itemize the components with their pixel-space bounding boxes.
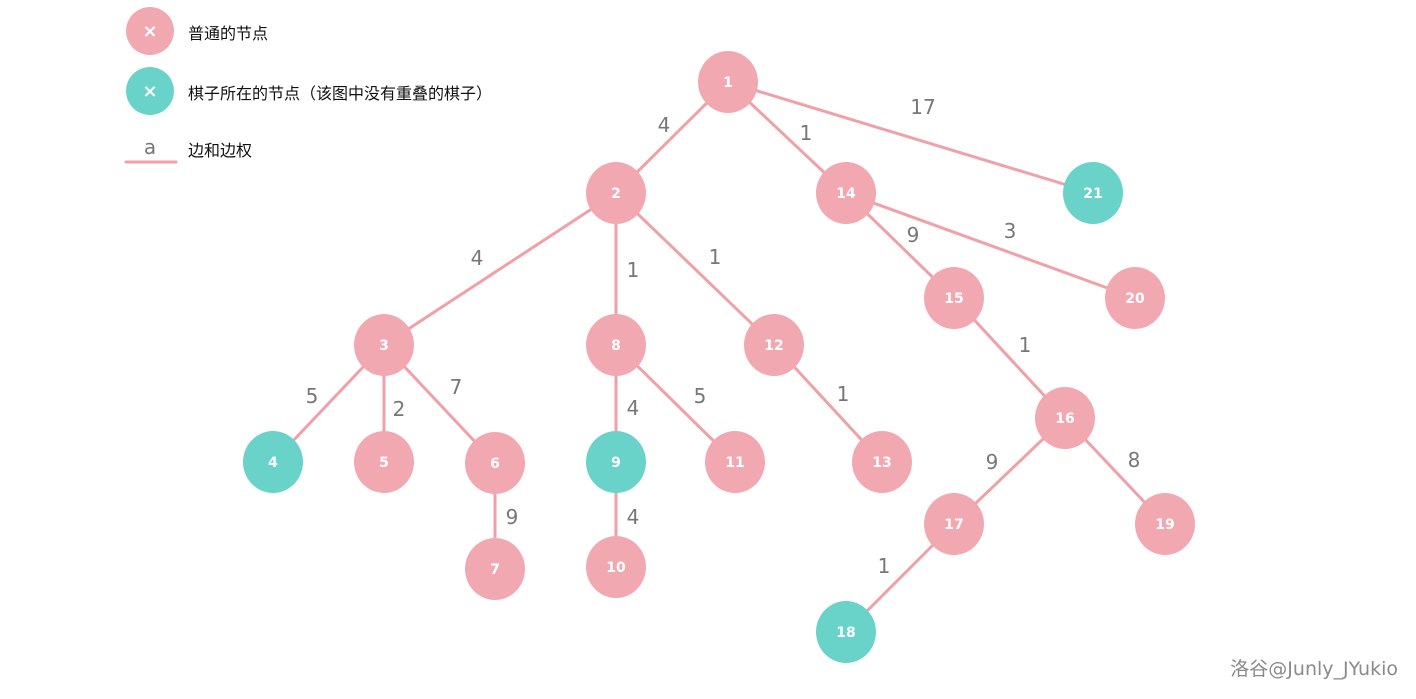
node-12[interactable]: 12	[744, 314, 804, 376]
node-16[interactable]: 16	[1035, 387, 1095, 449]
edge-weight-3-4: 5	[306, 384, 319, 408]
node-15[interactable]: 15	[924, 267, 984, 329]
edge-weight-1-14: 1	[800, 121, 813, 145]
node-4[interactable]: 4	[243, 431, 303, 493]
legend-piece-node-symbol: ×	[142, 81, 157, 102]
normal-node-circle	[586, 536, 646, 598]
normal-node-circle	[1135, 493, 1195, 555]
normal-node-circle	[586, 314, 646, 376]
node-label: 21	[1083, 186, 1102, 202]
edge-weight-14-20: 3	[1004, 219, 1017, 243]
node-label: 13	[872, 455, 891, 471]
node-label: 3	[379, 338, 389, 354]
node-18[interactable]: 18	[816, 601, 876, 663]
legend-normal-node-symbol: ×	[142, 21, 157, 42]
legend: × × a	[124, 7, 178, 164]
node-11[interactable]: 11	[705, 431, 765, 493]
normal-node-circle	[698, 51, 758, 113]
node-label: 6	[490, 456, 500, 472]
node-17[interactable]: 17	[924, 493, 984, 555]
normal-node-circle	[465, 538, 525, 600]
piece-node-circle	[243, 431, 303, 493]
edge-weight-16-17: 9	[986, 450, 999, 474]
legend-normal-node-swatch	[126, 7, 174, 55]
node-label: 14	[836, 186, 856, 202]
edge-weight-8-11: 5	[694, 384, 707, 408]
piece-node-circle	[586, 431, 646, 493]
normal-node-circle	[354, 431, 414, 493]
normal-node-circle	[465, 432, 525, 494]
edge-14-20	[845, 191, 1136, 300]
node-label: 9	[611, 455, 621, 471]
watermark: 洛谷@Junly_JYukio	[1230, 658, 1398, 680]
node-1[interactable]: 1	[698, 51, 758, 113]
legend-edge-label: 边和边权	[188, 141, 253, 160]
edge-weight-9-10: 4	[627, 505, 640, 529]
normal-node-circle	[1105, 267, 1165, 329]
node-label: 19	[1155, 517, 1174, 533]
node-9[interactable]: 9	[586, 431, 646, 493]
edge-weight-6-7: 9	[506, 505, 519, 529]
piece-node-circle	[1063, 162, 1123, 224]
node-20[interactable]: 20	[1105, 267, 1165, 329]
normal-node-circle	[924, 493, 984, 555]
legend-edge-symbol: a	[144, 135, 156, 159]
node-8[interactable]: 8	[586, 314, 646, 376]
node-label: 7	[490, 562, 500, 578]
edge-2-12	[614, 191, 776, 347]
legend-normal-node-label: 普通的节点	[188, 24, 269, 43]
edge-weight-14-15: 9	[907, 223, 920, 247]
edge-weight-1-21: 17	[910, 95, 935, 119]
node-5[interactable]: 5	[354, 431, 414, 493]
normal-node-circle	[1035, 387, 1095, 449]
edge-2-3	[383, 191, 617, 347]
node-label: 11	[725, 455, 744, 471]
edge-weight-1-2: 4	[658, 113, 671, 137]
normal-node-circle	[852, 431, 912, 493]
edge-weight-2-3: 4	[471, 246, 484, 270]
edge-weight-16-19: 8	[1128, 448, 1141, 472]
edge-weight-3-6: 7	[450, 375, 463, 399]
node-label: 4	[268, 455, 278, 471]
node-label: 16	[1055, 411, 1074, 427]
piece-node-circle	[816, 601, 876, 663]
node-label: 15	[944, 291, 963, 307]
node-label: 12	[764, 338, 783, 354]
normal-node-circle	[816, 162, 876, 224]
node-2[interactable]: 2	[586, 162, 646, 224]
edge-weight-2-12: 1	[709, 245, 722, 269]
edge-weight-17-18: 1	[878, 554, 891, 578]
edge-1-21	[727, 80, 1094, 195]
node-label: 2	[611, 186, 621, 202]
node-label: 20	[1125, 291, 1145, 307]
normal-node-circle	[354, 314, 414, 376]
node-10[interactable]: 10	[586, 536, 646, 598]
edge-weight-2-8: 1	[627, 258, 640, 282]
node-label: 5	[379, 455, 389, 471]
normal-node-circle	[744, 314, 804, 376]
node-13[interactable]: 13	[852, 431, 912, 493]
node-14[interactable]: 14	[816, 162, 876, 224]
node-label: 1	[723, 75, 733, 91]
edge-weight-8-9: 4	[627, 396, 640, 420]
node-7[interactable]: 7	[465, 538, 525, 600]
node-label: 8	[611, 338, 621, 354]
legend-piece-node-label: 棋子所在的节点（该图中没有重叠的棋子）	[188, 84, 493, 103]
edge-weight-15-16: 1	[1019, 333, 1032, 357]
legend-piece-node-swatch	[126, 67, 174, 115]
edge-weight-12-13: 1	[837, 382, 850, 406]
node-label: 10	[606, 560, 626, 576]
node-6[interactable]: 6	[465, 432, 525, 494]
edge-weight-3-5: 2	[393, 397, 406, 421]
normal-node-circle	[705, 431, 765, 493]
node-3[interactable]: 3	[354, 314, 414, 376]
normal-node-circle	[924, 267, 984, 329]
node-21[interactable]: 21	[1063, 162, 1123, 224]
node-label: 17	[944, 517, 963, 533]
normal-node-circle	[586, 162, 646, 224]
node-label: 18	[836, 625, 855, 641]
node-19[interactable]: 19	[1135, 493, 1195, 555]
